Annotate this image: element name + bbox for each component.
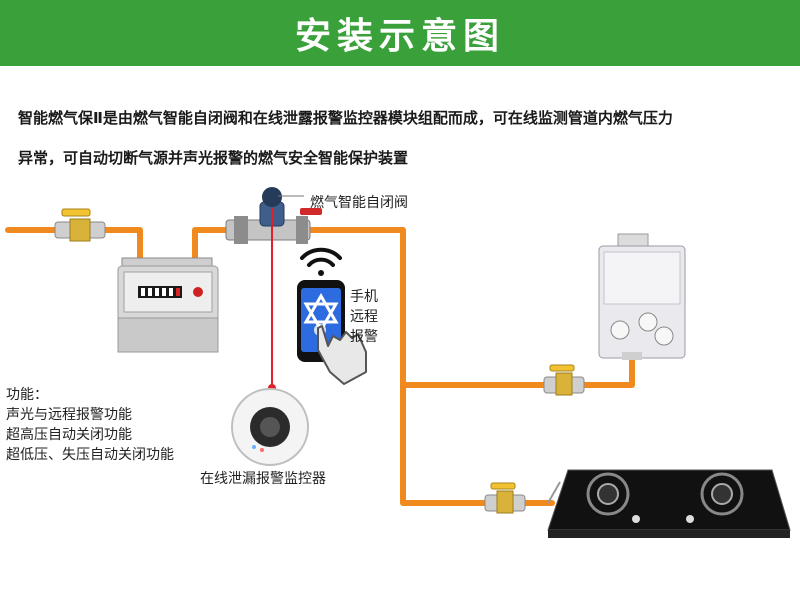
function-title: 功能： [6, 387, 48, 403]
hand-pointer-icon [317, 325, 367, 385]
stove-ball-valve [484, 482, 526, 514]
gas-meter [117, 257, 219, 353]
function-item: 超低压、失压自动关闭功能 [6, 447, 174, 463]
phone-label-line-2: 远程 [350, 309, 378, 325]
heater-ball-valve [543, 364, 585, 396]
title-banner: 安装示意图 [0, 0, 800, 66]
monitor-label: 在线泄漏报警监控器 [200, 471, 326, 487]
gas-stove [547, 469, 791, 538]
valve-label: 燃气智能自闭阀 [310, 195, 408, 211]
phone-label-line-3: 报警 [350, 329, 378, 345]
pipe-to-stove [400, 377, 555, 506]
wifi-icon [300, 247, 342, 276]
leak-monitor [231, 388, 309, 466]
water-heater [598, 233, 686, 360]
phone-label-line-1: 手机 [350, 289, 378, 305]
function-item: 声光与远程报警功能 [6, 407, 132, 423]
description-line-2: 异常，可自动切断气源并声光报警的燃气安全智能保护装置 [18, 149, 409, 167]
smart-shutoff-valve [225, 187, 322, 244]
description-line-1: 智能燃气保Ⅱ是由燃气智能自闭阀和在线泄露报警监控器模块组配而成，可在线监测管道内… [18, 109, 673, 127]
function-list: 功能： 声光与远程报警功能 超高压自动关闭功能 超低压、失压自动关闭功能 [6, 385, 174, 465]
inlet-ball-valve [54, 208, 106, 242]
page-title: 安装示意图 [294, 16, 505, 57]
pipe-inlet [5, 227, 143, 265]
phone-label: 手机 远程 报警 [350, 287, 378, 347]
pipe-to-heater [192, 227, 635, 388]
description: 智能燃气保Ⅱ是由燃气智能自闭阀和在线泄露报警监控器模块组配而成，可在线监测管道内… [18, 98, 788, 178]
function-item: 超高压自动关闭功能 [6, 427, 132, 443]
